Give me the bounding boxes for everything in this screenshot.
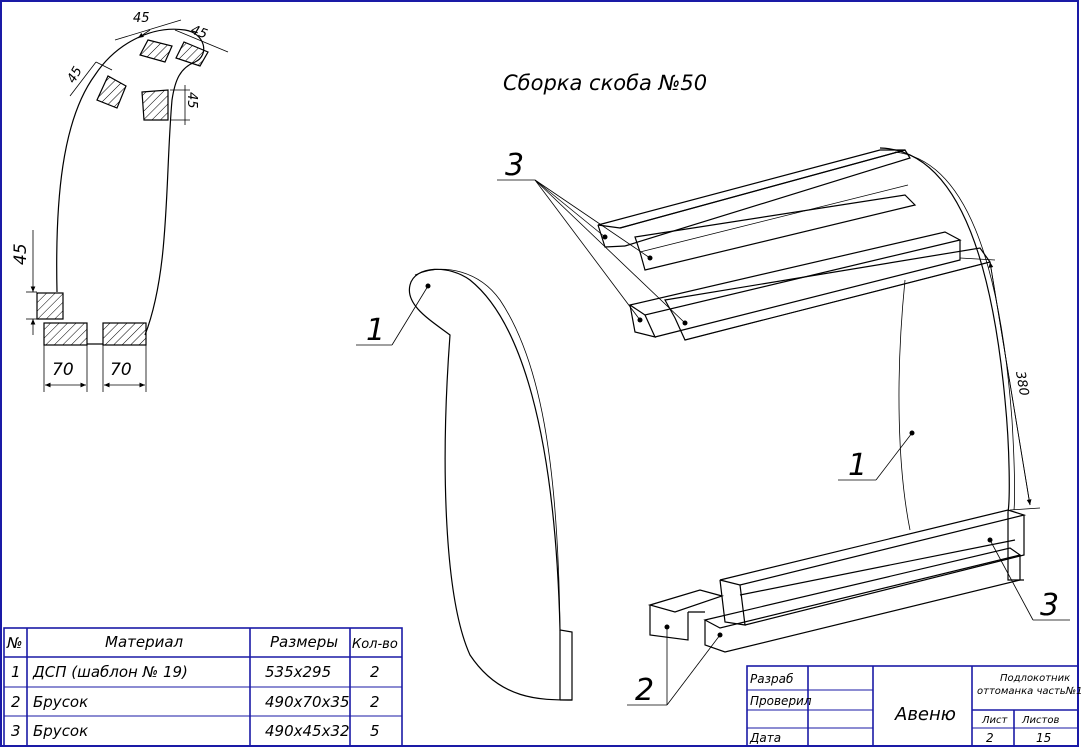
- stamp-checked: Проверил: [750, 694, 812, 708]
- dim-45-left: 45: [64, 64, 85, 86]
- block-section-bottom-small: [36, 292, 64, 320]
- bom-row1-material: ДСП (шаблон № 19): [32, 663, 188, 681]
- drawing-title: Сборка скоба №50: [503, 71, 707, 95]
- stamp-product-line1: Подлокотник: [1000, 673, 1070, 684]
- assembly-isometric: [597, 147, 1027, 653]
- stamp-company: Авеню: [894, 704, 956, 725]
- bom-row2-qty: 2: [370, 693, 380, 711]
- bom-table: № Материал Размеры Кол-во 1 ДСП (шаблон …: [3, 627, 403, 747]
- block-section-mid-right: [141, 89, 169, 121]
- stamp-sheet-label: Лист: [981, 715, 1009, 726]
- block-section-bottom-right: [102, 322, 147, 346]
- bom-header-qty: Кол-во: [352, 637, 398, 652]
- svg-text:3: 3: [505, 148, 524, 183]
- svg-text:380: 380: [1012, 370, 1031, 397]
- dim-45-side: 45: [11, 243, 31, 265]
- callout-2: 2: [627, 627, 721, 708]
- svg-text:2: 2: [635, 673, 654, 708]
- stamp-date: Дата: [749, 731, 781, 745]
- title-block: Разраб Проверил Дата Авеню Подлокотник о…: [746, 665, 1081, 747]
- bom-row3-num: 3: [11, 722, 21, 740]
- bom-row2-num: 2: [11, 693, 21, 711]
- side-panel-left: [408, 268, 573, 701]
- section-profile: 45 45 45 45 45 70 70: [11, 11, 229, 392]
- stamp-sheets: 15: [1036, 731, 1051, 745]
- stamp-sheets-label: Листов: [1021, 715, 1059, 726]
- bom-row1-qty: 2: [370, 663, 380, 681]
- bom-row2-size: 490x70x35: [265, 693, 350, 711]
- stamp-sheet: 2: [986, 731, 994, 745]
- dim-70-right: 70: [110, 360, 132, 380]
- svg-text:1: 1: [366, 313, 385, 348]
- callout-3-bottom: 3: [989, 539, 1070, 623]
- block-section-bottom-left: [43, 322, 88, 346]
- stamp-developed: Разраб: [750, 672, 794, 686]
- bom-row3-qty: 5: [370, 722, 380, 740]
- bom-row1-size: 535x295: [265, 663, 331, 681]
- bom-row3-size: 490x45x32: [265, 722, 350, 740]
- bom-header-material: Материал: [105, 633, 184, 651]
- bom-row1-num: 1: [11, 663, 21, 681]
- block-section-top-right: [175, 41, 209, 67]
- bom-header-size: Размеры: [270, 633, 338, 651]
- block-section-top-left: [139, 39, 173, 63]
- callout-1-right: 1: [838, 432, 913, 483]
- bom-row2-material: Брусок: [33, 693, 88, 711]
- callout-1-left: 1: [356, 285, 429, 348]
- bom-header-num: №: [6, 634, 23, 652]
- dim-45-right: 45: [184, 92, 199, 109]
- dim-45-top-right: 45: [189, 23, 210, 43]
- dim-380: 380: [959, 257, 1041, 511]
- bom-row3-material: Брусок: [33, 722, 88, 740]
- dim-70-left: 70: [52, 360, 74, 380]
- block-section-mid-left: [96, 75, 127, 109]
- svg-text:1: 1: [848, 448, 867, 483]
- callout-3-top: 3: [497, 148, 686, 324]
- svg-text:3: 3: [1040, 588, 1059, 623]
- dim-45-top: 45: [133, 11, 150, 26]
- stamp-product-line2: оттоманка часть№1: [977, 686, 1081, 697]
